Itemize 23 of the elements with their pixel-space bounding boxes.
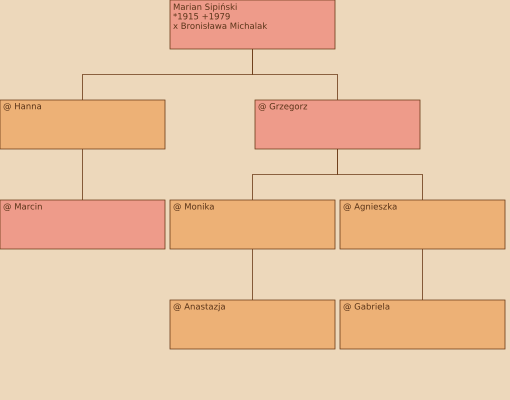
person-box	[170, 0, 336, 50]
name-text: @ Marcin	[4, 203, 42, 211]
name-text: *1915 +1979	[173, 13, 230, 20]
name-text: @ Anastazja	[174, 303, 225, 312]
person-box	[0, 200, 166, 250]
person-box	[170, 200, 336, 250]
name-text: @ Gabriela	[344, 303, 390, 311]
name-text: @ Monika	[174, 203, 214, 211]
connector-line	[82, 148, 83, 200]
name-text: @ Grzegorz	[258, 103, 308, 112]
person-box	[254, 100, 420, 150]
connector-line	[252, 48, 338, 100]
person-box	[0, 100, 166, 150]
connector-line	[422, 248, 423, 300]
name-text: @ Hanna	[4, 103, 42, 111]
name-text: x Bronisława Michalak	[173, 22, 268, 29]
person-box	[170, 300, 336, 350]
name-text: Marian Sipiński	[174, 3, 237, 12]
person-box	[340, 200, 506, 250]
connector-line	[337, 148, 423, 200]
name-text: @ Agnieszka	[344, 203, 396, 212]
connector-line	[252, 248, 253, 300]
person-box	[340, 300, 506, 350]
